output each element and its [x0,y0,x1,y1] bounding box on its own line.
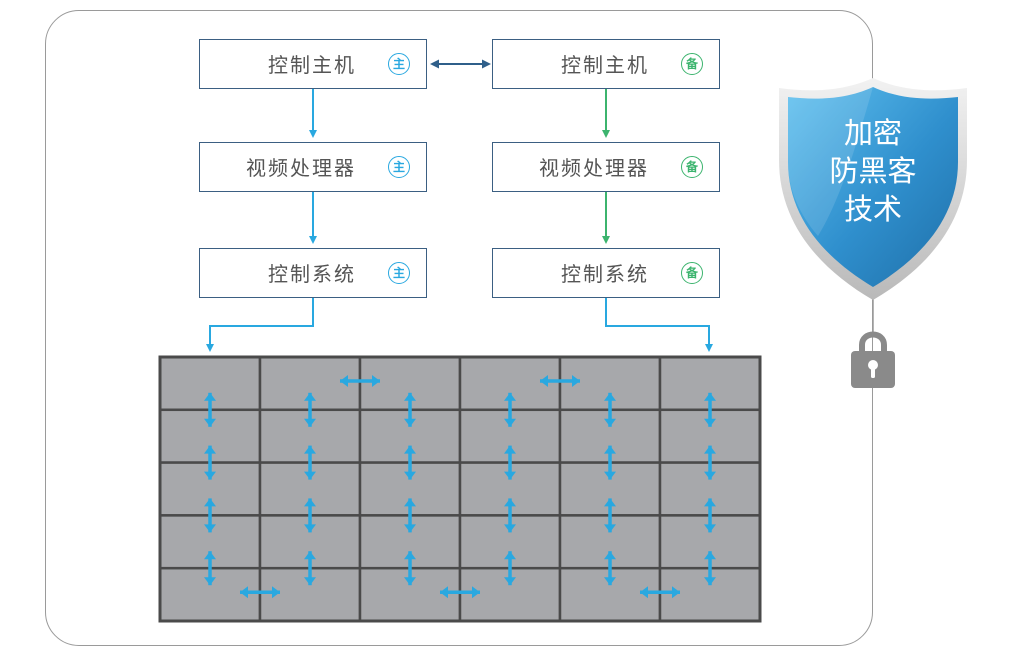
shield-text-line1: 加密 [844,116,902,150]
wall-double-arrow [204,551,216,586]
wall-double-arrow [504,498,516,533]
wall-double-arrow [404,445,416,480]
backup-video-processor-box: 视频处理器 备 [492,142,720,192]
wall-double-arrow [304,445,316,480]
wall-double-arrow [304,498,316,533]
wall-double-arrow [404,392,416,427]
wall-double-arrow [340,375,380,387]
wall-double-arrow [404,498,416,533]
wall-double-arrow [604,445,616,480]
wall-double-arrow [704,445,716,480]
padlock-icon [851,331,895,388]
wall-flow-arrows [204,375,716,599]
backup-control-system-box: 控制系统 备 [492,248,720,298]
wall-double-arrow [504,551,516,586]
primary-video-processor-box: 视频处理器 主 [199,142,427,192]
wall-double-arrow [540,375,580,387]
wall-double-arrow [440,586,480,599]
primary-host-box: 控制主机 主 [199,39,427,89]
wall-double-arrow [640,586,680,599]
backup-control-system-label: 控制系统 [561,262,649,286]
wall-double-arrow [404,551,416,586]
wall-double-arrow [704,392,716,427]
primary-badge: 主 [388,262,410,284]
backup-host-label: 控制主机 [561,53,649,77]
backup-video-processor-label: 视频处理器 [539,156,649,180]
wall-double-arrow [504,445,516,480]
backup-badge: 备 [681,53,703,75]
backup-badge: 备 [681,262,703,284]
wall-double-arrow [504,392,516,427]
wall-double-arrow [604,551,616,586]
wall-double-arrow [304,551,316,586]
shield-text-line2: 防黑客 [829,154,916,188]
wall-double-arrow [204,445,216,480]
backup-elbow-arrow [605,298,713,352]
wall-double-arrow [704,498,716,533]
wall-double-arrow [704,551,716,586]
primary-control-system-box: 控制系统 主 [199,248,427,298]
primary-elbow-arrow [206,298,314,352]
backup-host-box: 控制主机 备 [492,39,720,89]
wall-double-arrow [240,586,280,599]
backup-badge: 备 [681,156,703,178]
primary-badge: 主 [388,53,410,75]
wall-double-arrow [204,498,216,533]
shield-text-line3: 技术 [844,192,902,226]
wall-double-arrow [204,392,216,427]
primary-control-system-label: 控制系统 [268,262,356,286]
video-wall [158,355,762,623]
primary-badge: 主 [388,156,410,178]
wall-double-arrow [304,392,316,427]
wall-double-arrow [604,392,616,427]
wall-double-arrow [604,498,616,533]
primary-host-label: 控制主机 [268,53,356,77]
wall-outline [158,355,762,623]
primary-video-processor-label: 视频处理器 [246,156,356,180]
shield-icon: 加密 防黑客 技术 [779,78,967,300]
